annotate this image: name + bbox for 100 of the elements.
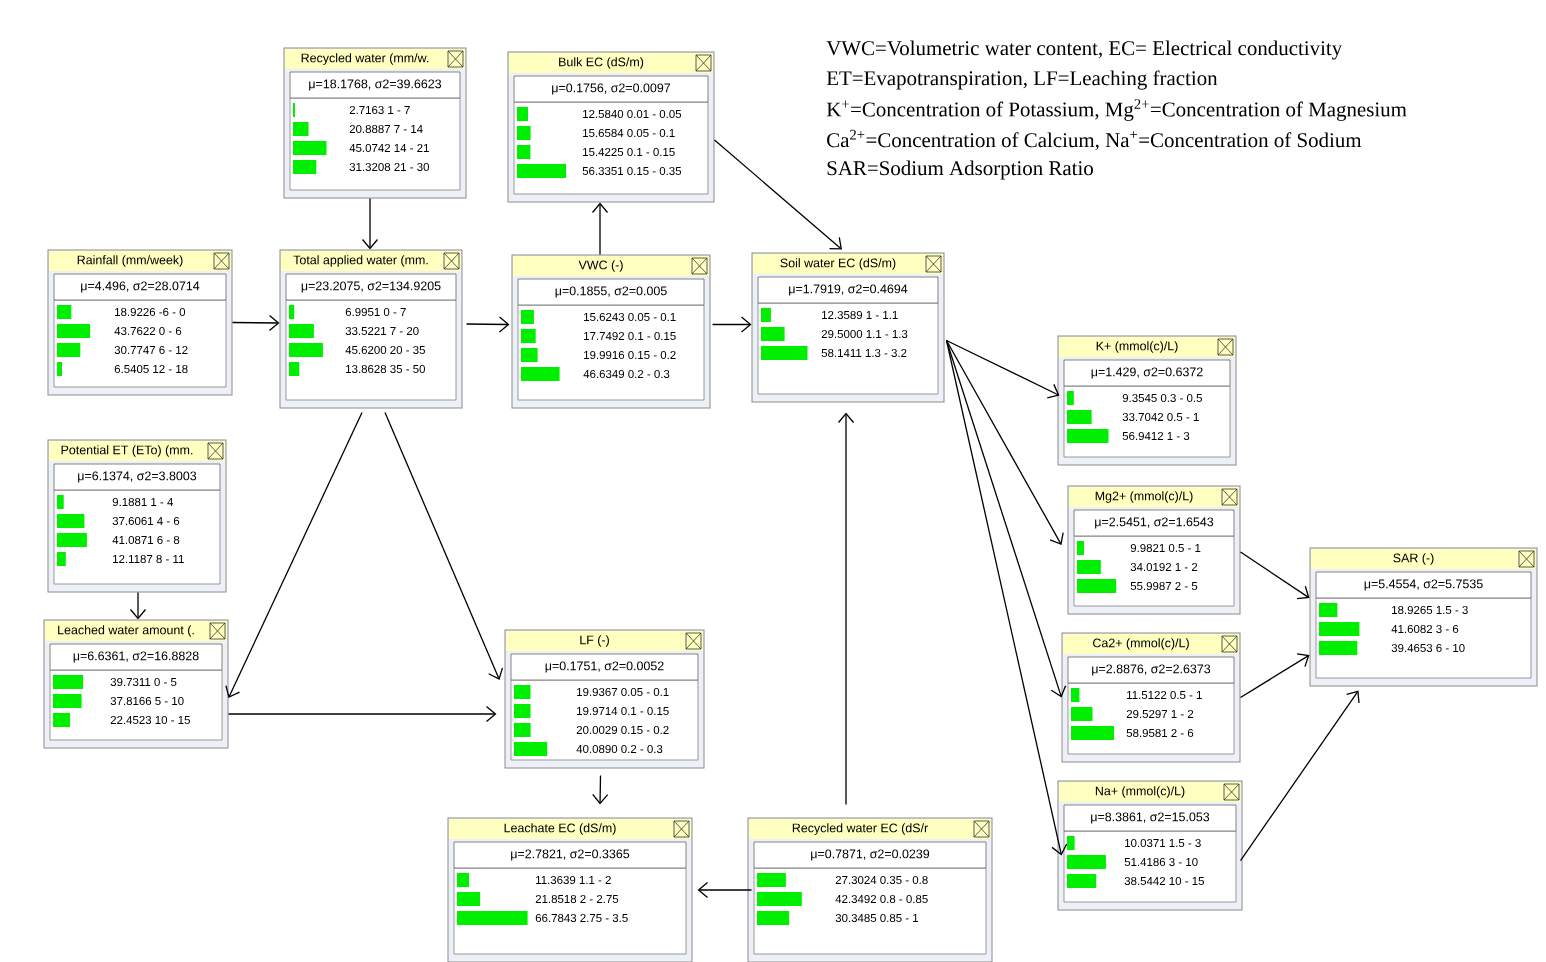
state-label: 12.3589 1 - 1.1 (822, 310, 898, 320)
state-label: 41.0871 6 - 8 (112, 535, 180, 545)
statistics-box: μ=2.5451, σ2=1.6543 (1073, 509, 1235, 537)
state-label: 12.1187 8 - 11 (113, 554, 184, 564)
state-label: 12.5840 0.01 - 0.05 (583, 109, 682, 119)
statistics-box: μ=0.7871, σ2=0.0239 (753, 841, 987, 869)
statistics-box: μ=6.6361, σ2=16.8828 (49, 643, 223, 671)
arrow (592, 774, 609, 805)
title-bar: Mg2+ (mmol(c)/L) (1069, 487, 1239, 507)
state-label: 15.6243 0.05 - 0.1 (584, 312, 676, 322)
state-label: 2.7163 1 - 7 (349, 105, 410, 115)
title-bar: Potential ET (ETo) (mm. (49, 441, 225, 461)
arrow (231, 314, 280, 332)
title-bar: Recycled water (mm/w. (285, 49, 465, 69)
state-label: 41.6082 3 - 6 (1391, 624, 1459, 634)
arrow (837, 412, 855, 806)
abbreviation-note: ET=Evapotranspiration, LF=Leaching fraction (826, 70, 1218, 90)
state-label: 31.3208 21 - 30 (349, 162, 429, 172)
state-label: 18.9265 1.5 - 3 (1392, 605, 1468, 615)
statistics-box: μ=8.3861, σ2=15.053 (1063, 804, 1237, 832)
state-label: 27.3024 0.35 - 0.8 (835, 875, 928, 885)
state-label: 58.9581 2 - 6 (1126, 728, 1194, 738)
arrow (465, 316, 510, 333)
abbreviation-note: Ca$^{2+}$=Concentration of Calcium, Na$^{+}$=Concentration of Sodium (827, 129, 1362, 151)
node-window (504, 629, 705, 769)
arrow (1239, 551, 1310, 600)
state-label: 58.1411 1.3 - 3.2 (821, 348, 907, 358)
node-window (279, 249, 463, 409)
state-label: 17.7492 0.1 - 0.15 (584, 331, 676, 341)
abbreviation-note: VWC=Volumetric water content, EC= Electrical conductivity (826, 40, 1343, 60)
state-label: 45.6200 20 - 35 (345, 345, 425, 355)
title-bar: Ca2+ (mmol(c)/L) (1063, 634, 1239, 654)
node-window (1309, 547, 1538, 687)
statistics-box: μ=1.7919, σ2=0.4694 (757, 276, 939, 304)
node-window (43, 619, 229, 749)
state-label: 11.3639 1.1 - 2 (536, 875, 611, 885)
arrow (1239, 690, 1360, 862)
state-label: 21.8518 2 - 2.75 (535, 894, 619, 904)
title-bar: Leachate EC (dS/m) (449, 819, 691, 839)
state-label: 42.3492 0.8 - 0.85 (835, 894, 928, 904)
title-bar: Soil water EC (dS/m) (753, 254, 943, 274)
arrow (129, 591, 147, 620)
statistics-box: μ=23.2075, σ2=134.9205 (285, 273, 457, 301)
node-window (751, 252, 945, 403)
node-window (47, 439, 227, 593)
node-window (507, 51, 715, 203)
node-window (1057, 335, 1237, 466)
state-label: 51.4186 3 - 10 (1124, 857, 1198, 867)
state-label: 38.5442 10 - 15 (1124, 876, 1204, 886)
arrow (227, 705, 497, 723)
arrow (225, 411, 363, 698)
state-label: 37.8166 5 - 10 (110, 696, 184, 706)
state-label: 43.7622 0 - 6 (114, 326, 182, 336)
state-label: 20.0029 0.15 - 0.2 (576, 725, 669, 735)
state-label: 34.0192 1 - 2 (1130, 562, 1198, 572)
abbreviation-note: K$^{+}$=Concentration of Potassium, Mg$^{2+}$=Concentration of Magnesium (826, 99, 1407, 121)
statistics-box: μ=0.1855, σ2=0.005 (517, 278, 705, 306)
state-label: 19.9714 0.1 - 0.15 (577, 706, 669, 716)
title-bar: Leached water amount (. (45, 621, 227, 641)
state-label: 56.9412 1 - 3 (1122, 431, 1190, 441)
state-label: 11.5122 0.5 - 1 (1127, 690, 1202, 700)
state-label: 39.7311 0 - 5 (110, 677, 177, 687)
state-label: 19.9367 0.05 - 0.1 (577, 687, 669, 697)
state-label: 19.9916 0.15 - 0.2 (584, 350, 676, 360)
state-label: 9.9821 0.5 - 1 (1130, 543, 1201, 553)
state-label: 45.0742 14 - 21 (349, 143, 429, 153)
state-label: 9.1881 1 - 4 (112, 497, 173, 507)
arrow (384, 411, 504, 680)
state-label: 29.5297 1 - 2 (1126, 709, 1194, 719)
state-label: 15.6584 0.05 - 0.1 (583, 128, 675, 138)
arrow (945, 339, 1067, 698)
arrow (591, 202, 609, 256)
state-label: 18.9226 -6 - 0 (115, 307, 186, 317)
arrow (697, 881, 753, 899)
state-label: 10.0371 1.5 - 3 (1125, 838, 1201, 848)
statistics-box: μ=0.1756, σ2=0.0097 (513, 75, 709, 103)
statistics-box: μ=2.7821, σ2=0.3365 (453, 841, 687, 869)
title-bar: LF (-) (506, 631, 703, 651)
statistics-box: μ=0.1751, σ2=0.0052 (510, 653, 699, 681)
node-window (47, 249, 233, 396)
node-window (1067, 485, 1241, 615)
title-bar: Na+ (mmol(c)/L) (1059, 782, 1241, 802)
title-bar: Total applied water (mm. (281, 251, 461, 271)
arrow (713, 139, 842, 250)
node-window (1061, 632, 1241, 763)
node-window (283, 47, 467, 199)
arrow (711, 316, 752, 333)
statistics-box: μ=2.8876, σ2=2.6373 (1067, 656, 1235, 684)
state-label: 30.7747 6 - 12 (114, 345, 188, 355)
state-label: 20.8887 7 - 14 (349, 124, 423, 134)
state-label: 29.5000 1.1 - 1.3 (821, 329, 908, 339)
state-label: 22.4523 10 - 15 (110, 715, 190, 725)
state-label: 40.0890 0.2 - 0.3 (576, 744, 663, 754)
state-label: 55.9987 2 - 5 (1130, 581, 1198, 591)
state-label: 6.5405 12 - 18 (114, 364, 188, 374)
statistics-box: μ=18.1768, σ2=39.6623 (289, 71, 461, 99)
state-label: 46.6349 0.2 - 0.3 (583, 369, 670, 379)
title-bar: VWC (-) (513, 256, 709, 276)
statistics-box: μ=4.496, σ2=28.0714 (53, 273, 227, 301)
state-label: 33.7042 0.5 - 1 (1122, 412, 1199, 422)
